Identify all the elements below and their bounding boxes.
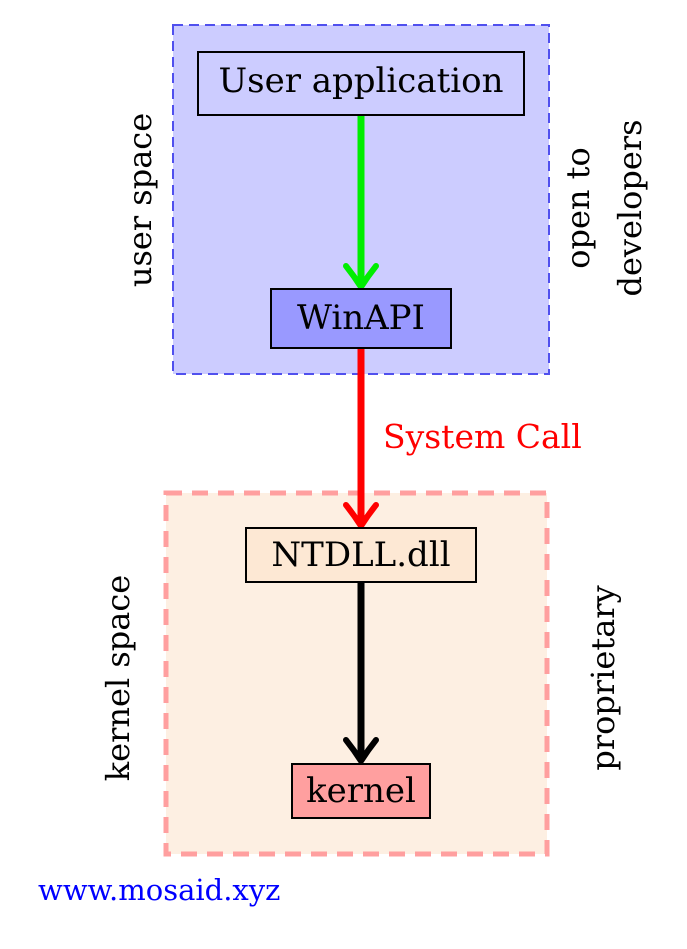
arrow-user-to-winapi [343,115,379,290]
arrow-ntdll-to-kernel [343,582,379,764]
user-application-box [197,51,525,116]
kernel-space-label: kernel space [99,575,137,781]
node-ntdll: NTDLL.dll [245,527,477,583]
winapi-box [270,288,452,349]
arrow-winapi-to-ntdll [343,348,379,529]
node-winapi: WinAPI [270,288,452,349]
kernel-label: kernel [306,771,416,811]
user-space-label: user space [121,113,159,287]
user-application-label: User application [218,61,503,101]
developers-label: developers [611,119,649,296]
node-user-application: User application [197,51,525,116]
ntdll-label: NTDLL.dll [271,535,450,575]
system-call-label: System Call [383,417,582,456]
node-kernel: kernel [291,763,431,819]
winapi-label: WinAPI [297,298,425,338]
kernel-box [291,763,431,819]
ntdll-box [245,527,477,583]
proprietary-label: proprietary [584,585,622,770]
open-to-label: open to [559,147,597,269]
website-link[interactable]: www.mosaid.xyz [38,873,281,907]
